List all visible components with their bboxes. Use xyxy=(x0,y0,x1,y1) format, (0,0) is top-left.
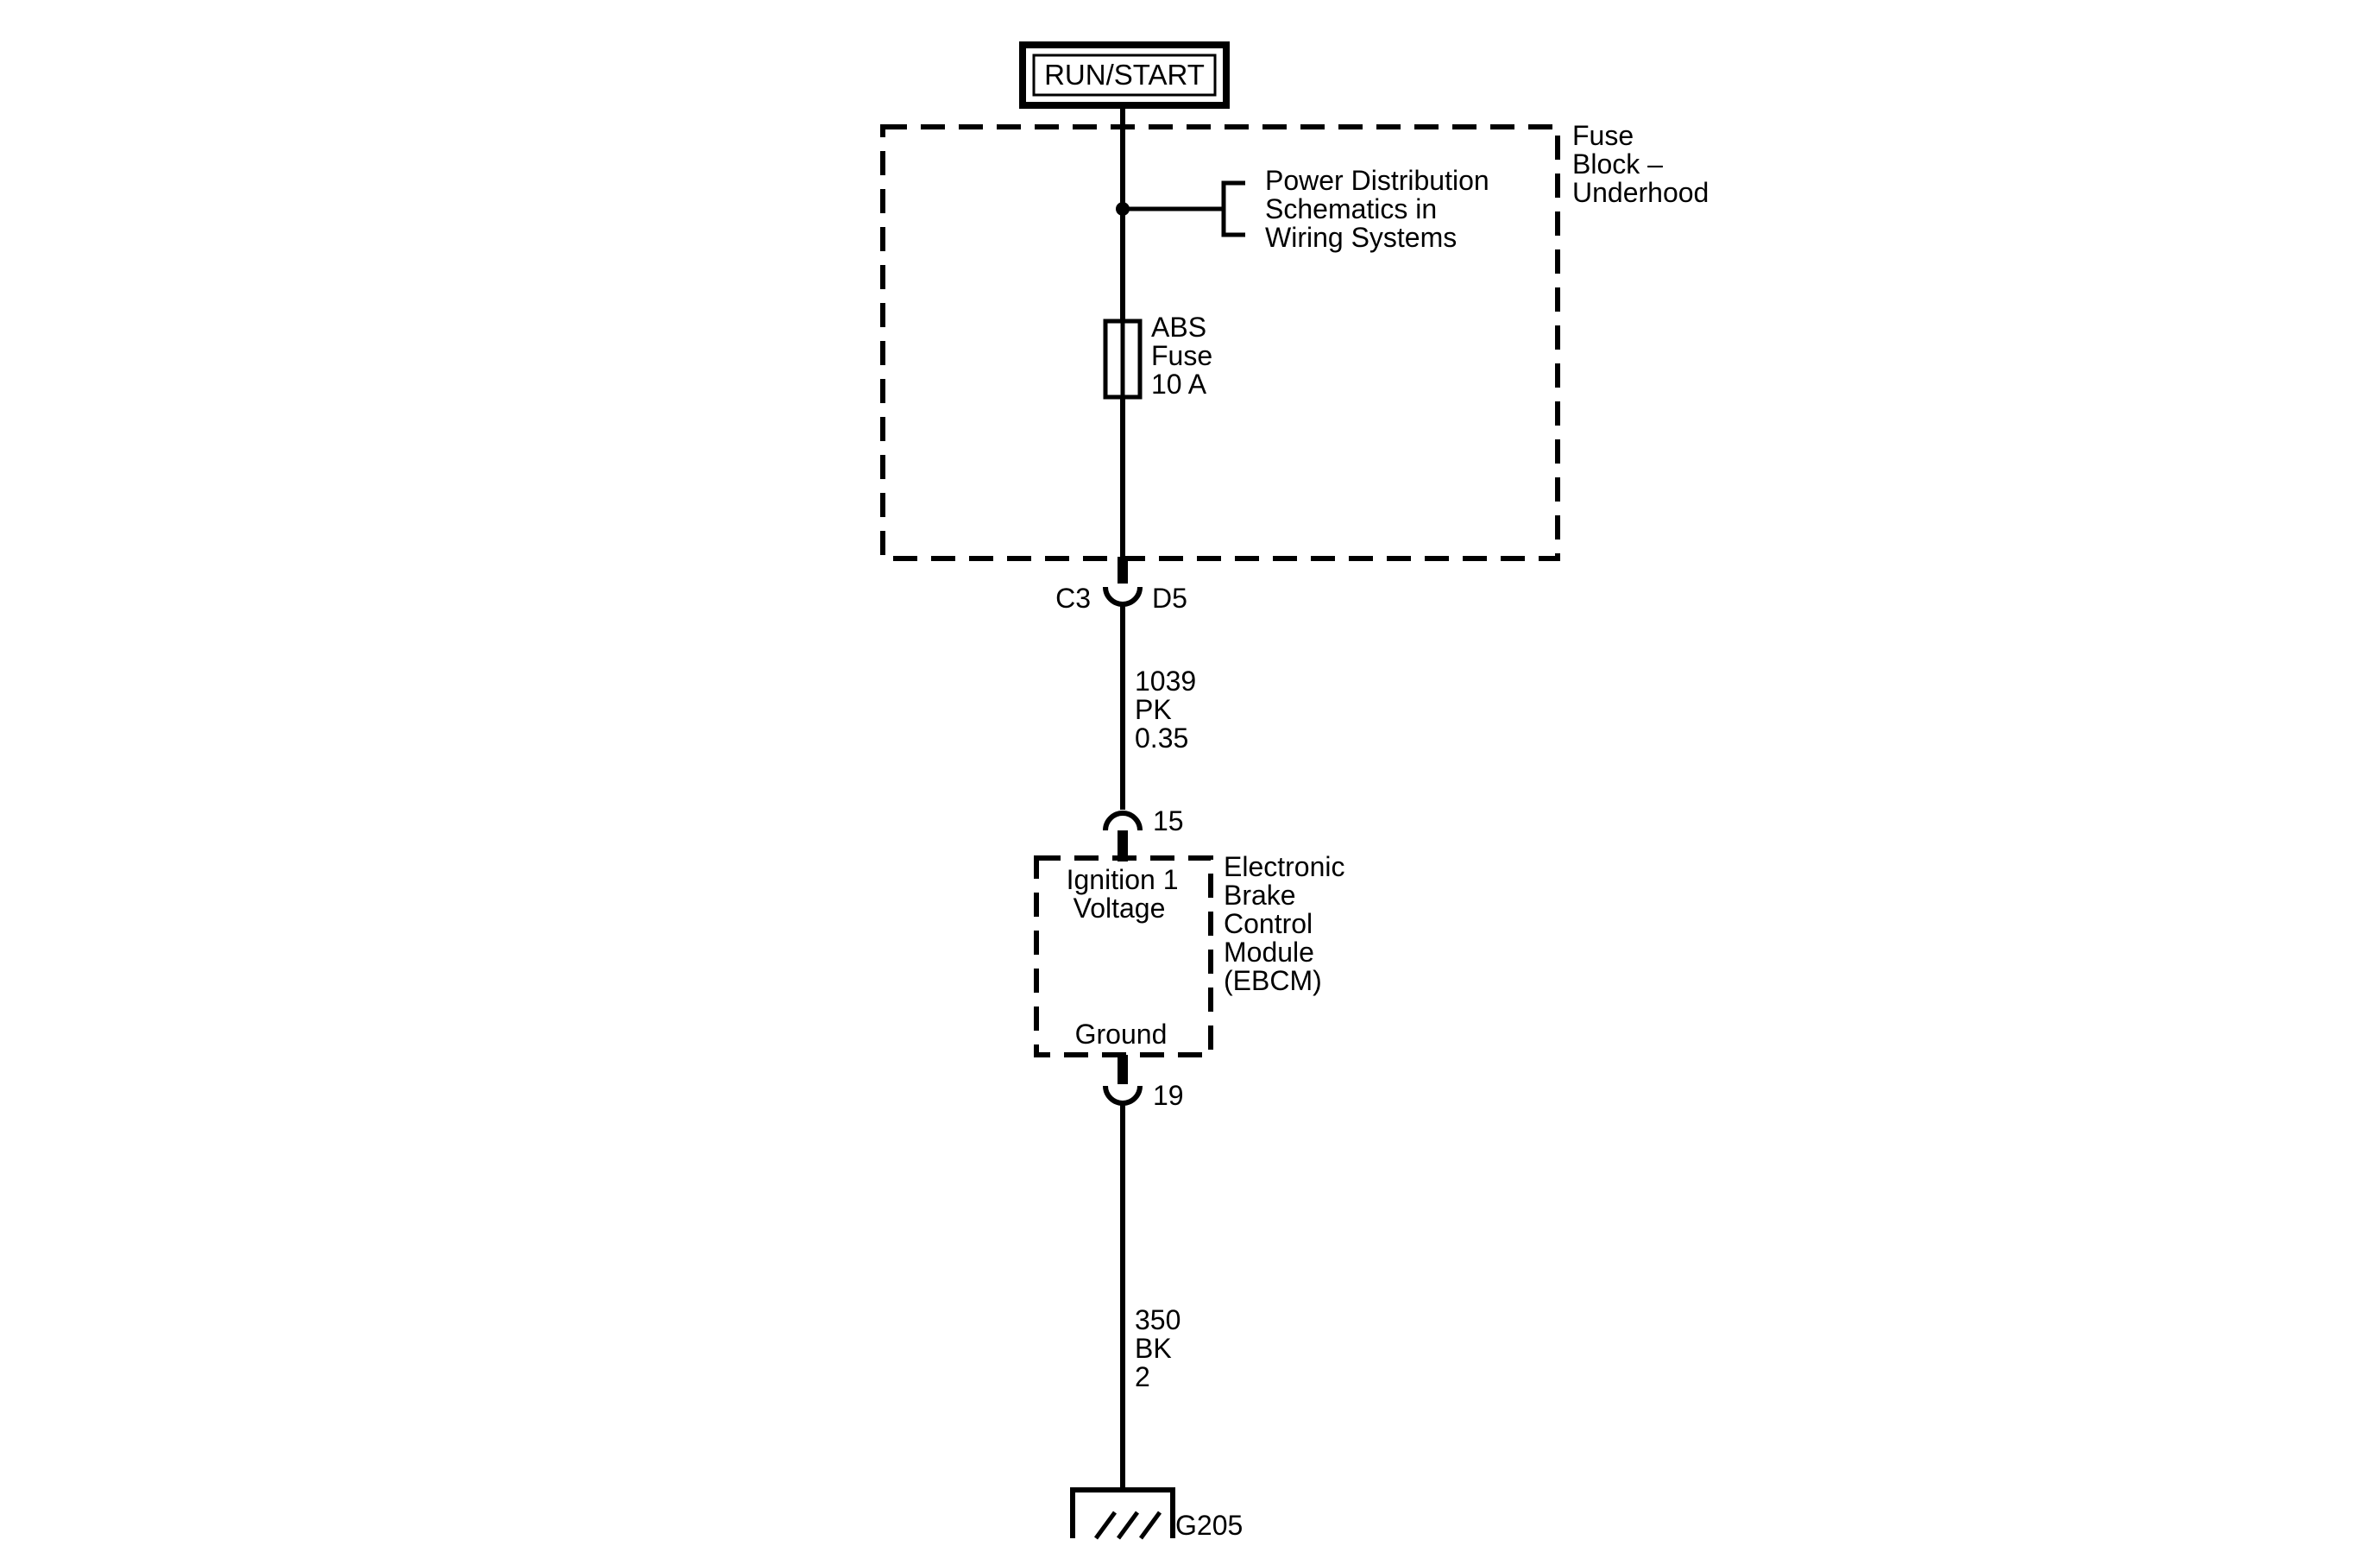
ground-g205-label: G205 xyxy=(1175,1510,1243,1541)
ebcm-pin-19-connector xyxy=(1103,1055,1143,1106)
connector-c3-d5 xyxy=(1103,557,1143,607)
ebcm-label: Electronic Brake Control Module (EBCM) xyxy=(1224,851,1352,996)
ground-symbol xyxy=(1070,1487,1175,1540)
fuse-block-boundary xyxy=(880,124,1560,561)
reference-bracket xyxy=(1221,180,1245,237)
pin-15-label: 15 xyxy=(1153,805,1184,836)
run-start-label: RUN/START xyxy=(1044,59,1205,91)
ground-terminal-label: Ground xyxy=(1075,1019,1168,1050)
fuse-block-label: Fuse Block – Underhood xyxy=(1572,120,1709,208)
connector-c3-label: C3 xyxy=(1055,583,1091,614)
ebcm-pin-15-connector xyxy=(1103,811,1143,861)
wire-350-label: 350 BK 2 xyxy=(1135,1304,1188,1392)
ignition-voltage-label: Ignition 1 Voltage xyxy=(1067,864,1187,924)
connector-d5-label: D5 xyxy=(1152,583,1187,614)
abs-fuse-label: ABS Fuse 10 A xyxy=(1151,312,1220,400)
run-start-box: RUN/START xyxy=(1019,41,1230,109)
pin-19-label: 19 xyxy=(1153,1080,1184,1111)
power-distribution-reference: Power Distribution Schematics in Wiring … xyxy=(1265,165,1497,253)
wire-1039-label: 1039 PK 0.35 xyxy=(1135,666,1204,754)
abs-fuse xyxy=(1103,319,1143,400)
